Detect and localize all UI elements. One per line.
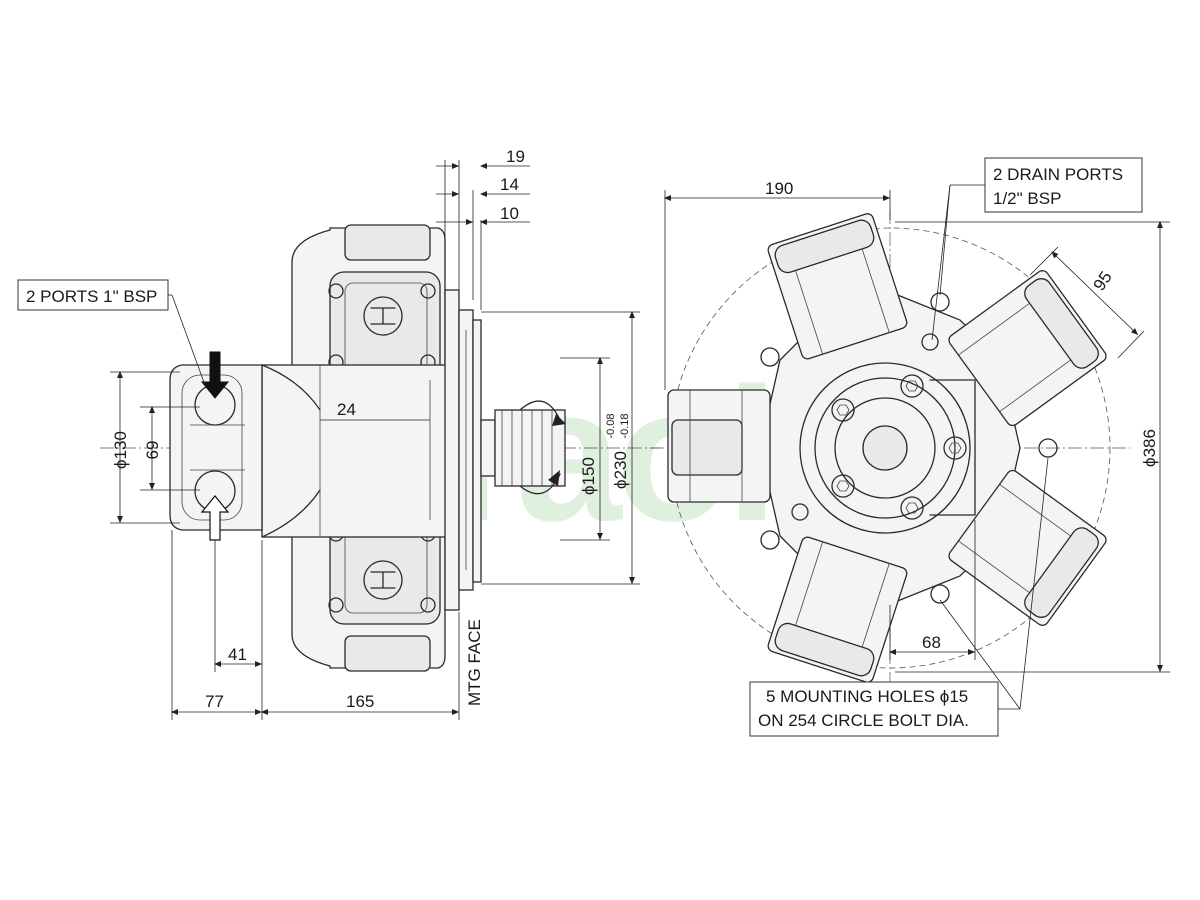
dim-d130: ϕ130 [111, 431, 130, 469]
dim-41: 41 [228, 645, 247, 664]
drain-ports-callout-line1: 2 DRAIN PORTS [993, 165, 1123, 184]
mounting-holes [760, 292, 1058, 604]
dim-d150: ϕ150 [579, 457, 598, 495]
dim-95: 95 [1090, 268, 1116, 294]
drain-ports-callout-line2: 1/2" BSP [993, 189, 1061, 208]
side-view: 19 14 10 24 ϕ130 69 ϕ150 ϕ230 -0.08 -0.1… [17, 147, 660, 720]
tol-lower: -0.18 [619, 413, 631, 438]
mounting-holes-callout-line1: 5 MOUNTING HOLES ϕ15 [766, 687, 968, 706]
dim-190: 190 [765, 179, 793, 198]
hub-bolts [831, 374, 967, 520]
front-view: 190 95 ϕ386 68 2 DRAIN PORTS 1/2" BSP 5 … [650, 157, 1170, 737]
dim-68: 68 [922, 633, 941, 652]
dim-77: 77 [205, 692, 224, 711]
dim-d386: ϕ386 [1140, 429, 1159, 467]
dim-24: 24 [337, 400, 356, 419]
dim-d230: ϕ230 [611, 451, 630, 489]
inlet-ports-callout: 2 PORTS 1" BSP [26, 287, 157, 306]
dim-10: 10 [500, 204, 519, 223]
mtg-face-label: MTG FACE [465, 619, 484, 706]
dim-165: 165 [346, 692, 374, 711]
tol-upper: -0.08 [605, 413, 617, 438]
dim-19: 19 [506, 147, 525, 166]
mounting-holes-callout-line2: ON 254 CIRCLE BOLT DIA. [758, 711, 969, 730]
dim-69: 69 [143, 441, 162, 460]
dim-14: 14 [500, 175, 519, 194]
